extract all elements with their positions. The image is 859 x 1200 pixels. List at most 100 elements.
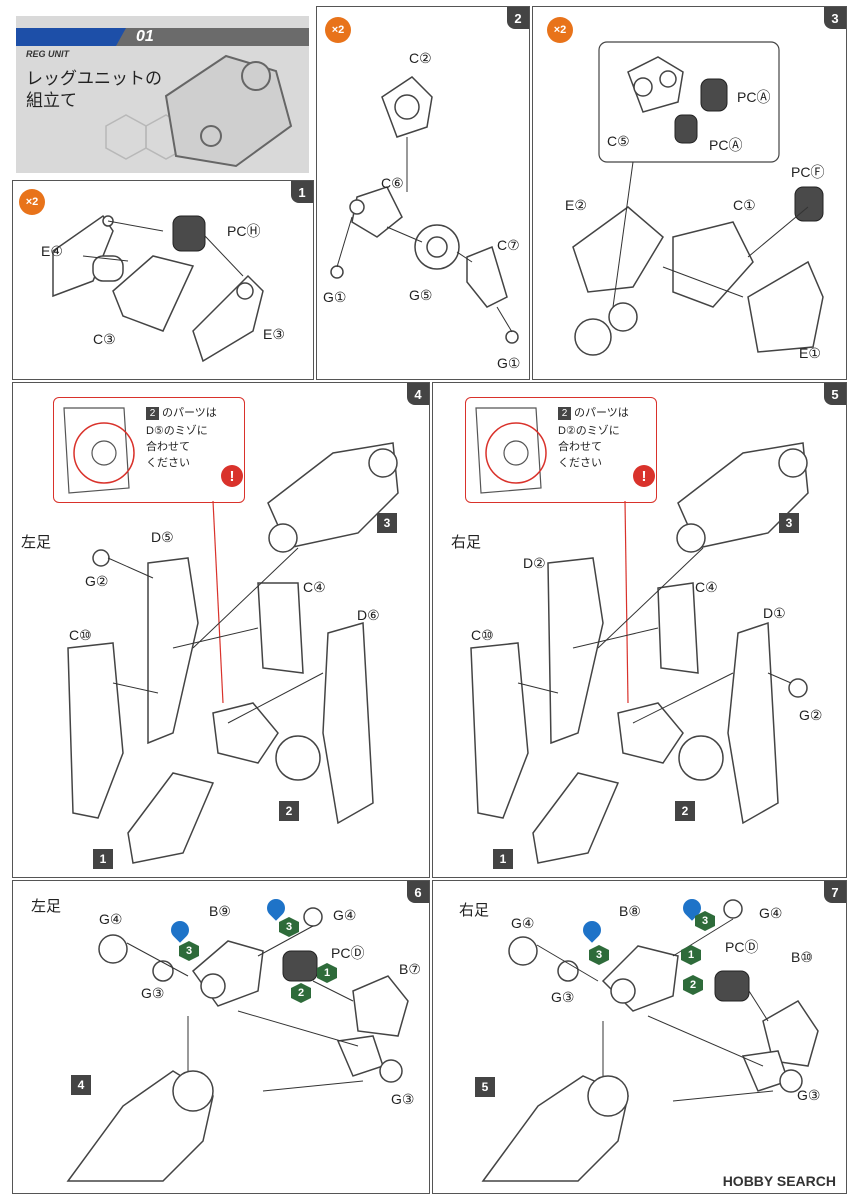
- part-label: D②: [523, 555, 546, 571]
- part-label: G②: [799, 707, 823, 723]
- part-label: E①: [799, 345, 821, 361]
- note-text: のパーツは: [574, 407, 629, 419]
- part-label: G③: [141, 985, 165, 1001]
- step-1-panel: 1 ×2 E④ PCⒽ C③ E③: [12, 180, 314, 380]
- multiplier-badge: ×2: [547, 17, 573, 43]
- part-label: D⑤: [151, 529, 174, 545]
- step-number: 5: [824, 383, 846, 405]
- step-number: 1: [291, 181, 313, 203]
- part-label: E③: [263, 326, 285, 342]
- note-line-4: ください: [558, 457, 602, 469]
- part-label: B⑩: [791, 949, 813, 965]
- ref-step-box: 2: [279, 801, 299, 821]
- ref-step-box: 2: [675, 801, 695, 821]
- part-label: D⑥: [357, 607, 380, 623]
- order-badge: 2: [683, 975, 703, 995]
- side-label: 右足: [451, 534, 482, 551]
- ref-step-box: 1: [93, 849, 113, 869]
- part-label: G④: [333, 907, 357, 923]
- part-label: G④: [511, 915, 535, 931]
- warning-icon: !: [633, 465, 655, 487]
- note-text: のパーツは: [162, 407, 217, 419]
- step-3-panel: 3 ×2 PCⒶ C⑤ PCⒶ PCⒻ E② C① E①: [532, 6, 847, 380]
- note-line-3: 合わせて: [558, 441, 602, 453]
- part-label: G①: [497, 355, 521, 371]
- side-label: 右足: [459, 902, 490, 919]
- part-label: G③: [391, 1091, 415, 1107]
- part-label: E④: [41, 243, 63, 259]
- step-1-diagram: [52, 214, 264, 363]
- note-line-2: D②のミゾに: [558, 425, 620, 437]
- note-detail: [63, 407, 135, 494]
- side-label: 左足: [31, 898, 62, 915]
- note-line-2: D⑤のミゾに: [146, 425, 208, 437]
- multiplier-badge: ×2: [325, 17, 351, 43]
- part-label: C⑥: [381, 175, 404, 191]
- note-detail: [475, 407, 547, 494]
- order-badge: 1: [317, 963, 337, 983]
- step-4-diagram: [67, 442, 399, 864]
- unit-tag: REG UNIT: [26, 49, 70, 59]
- step-5-diagram: [470, 442, 809, 864]
- part-label: C⑩: [471, 627, 494, 643]
- note-ref-chip: 2: [146, 407, 159, 420]
- warning-icon: !: [221, 465, 243, 487]
- part-label: C②: [409, 50, 432, 66]
- order-badge: 3: [179, 941, 199, 961]
- ref-step-box: 3: [779, 513, 799, 533]
- part-label: B⑨: [209, 903, 231, 919]
- part-label: PCⒶ: [709, 137, 743, 153]
- order-badge: 3: [695, 911, 715, 931]
- note-line-4: ください: [146, 457, 190, 469]
- step-number: 2: [507, 7, 529, 29]
- step-number: 4: [407, 383, 429, 405]
- part-label: B⑧: [619, 903, 641, 919]
- part-label: G④: [99, 911, 123, 927]
- unit-header: 01 REG UNIT レッグユニットの 組立て: [16, 16, 309, 173]
- part-label: PCⒹ: [331, 945, 365, 961]
- step-number: 3: [824, 7, 846, 29]
- header-title-line2: 組立て: [26, 91, 77, 110]
- step-2-panel: 2 ×2 C② C⑥ C⑦ G① G⑤ G①: [316, 6, 530, 380]
- part-label: C④: [695, 579, 718, 595]
- part-label: PCⒻ: [791, 164, 825, 180]
- header-art: [16, 28, 309, 168]
- order-badge: 2: [291, 983, 311, 1003]
- part-label: G③: [551, 989, 575, 1005]
- part-label: C⑤: [607, 133, 630, 149]
- order-badge: 3: [589, 945, 609, 965]
- part-label: PCⒶ: [737, 89, 771, 105]
- step-number: 6: [407, 881, 429, 903]
- step-3-diagram: [572, 41, 824, 356]
- part-label: C④: [303, 579, 326, 595]
- note-ref-chip: 2: [558, 407, 571, 420]
- part-label: PCⒹ: [725, 939, 759, 955]
- part-label: C①: [733, 197, 756, 213]
- order-badge: 1: [681, 945, 701, 965]
- part-label: B⑦: [399, 961, 421, 977]
- step-6-panel: 6 左足 3 3 1 2 G④ B⑨ G④ PCⒹ B⑦ G③ G③ 4: [12, 880, 430, 1194]
- part-label: G⑤: [409, 287, 433, 303]
- side-label: 左足: [21, 534, 52, 551]
- part-label: C③: [93, 331, 116, 347]
- step-number: 7: [824, 881, 846, 903]
- part-label: C⑦: [497, 237, 520, 253]
- step-7-diagram: [481, 899, 819, 1182]
- note-line-3: 合わせて: [146, 441, 190, 453]
- part-label: G③: [797, 1087, 821, 1103]
- part-label: D①: [763, 605, 786, 621]
- ref-step-box: 1: [493, 849, 513, 869]
- header-title-line1: レッグユニットの: [26, 69, 162, 88]
- part-label: E②: [565, 197, 587, 213]
- part-label: PCⒽ: [227, 223, 261, 239]
- unit-code: 01: [136, 28, 154, 45]
- multiplier-badge: ×2: [19, 189, 45, 215]
- step-7-panel: 7 右足 3 3 1 2 G④ B⑧ G④ PCⒹ B⑩ G③ G③ 5 HOB…: [432, 880, 847, 1194]
- ref-step-box: 4: [71, 1075, 91, 1095]
- ref-step-box: 5: [475, 1077, 495, 1097]
